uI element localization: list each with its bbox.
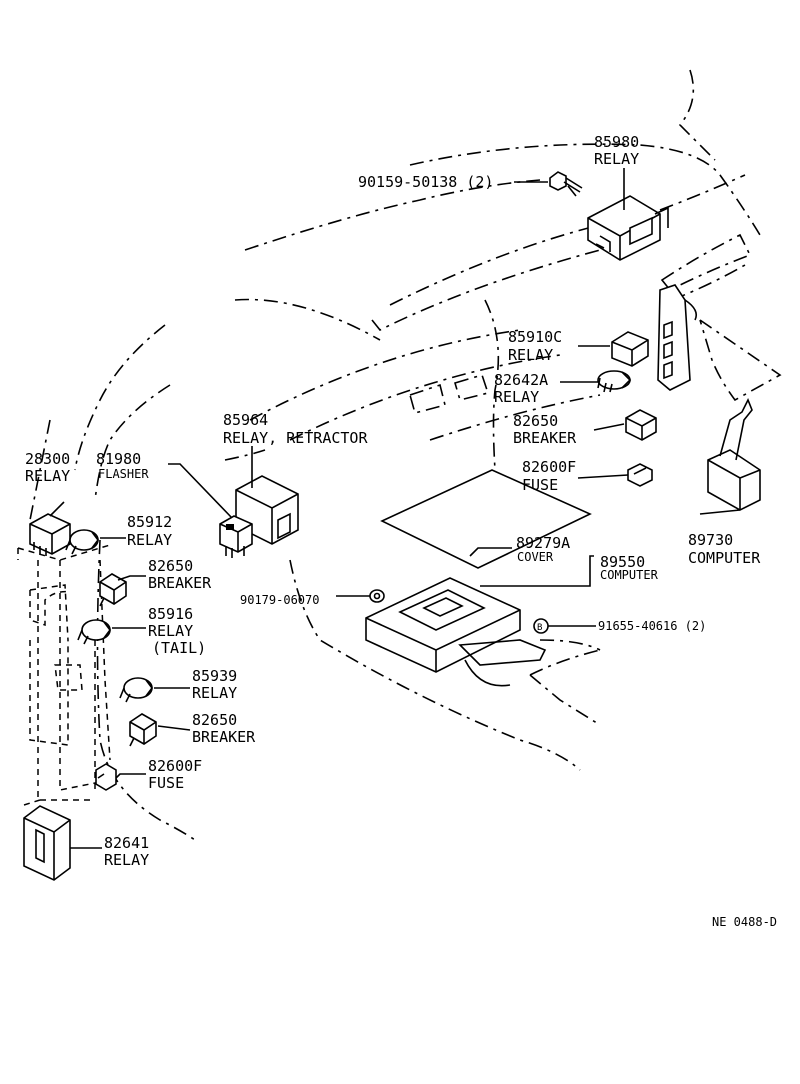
- label-fuse-82600f-right-number: 82600F: [522, 458, 576, 476]
- computer-89730-icon: [707, 398, 761, 511]
- label-relay-85916-sub: (TAIL): [152, 639, 206, 657]
- label-relay-85910c-number: 85910C: [508, 328, 562, 346]
- label-breaker-82650-a-name: BREAKER: [148, 574, 212, 592]
- label-fuse-82600f-left-number: 82600F: [148, 757, 202, 775]
- label-relay-28300-name: RELAY: [25, 467, 70, 485]
- label-flasher-81980-number: 81980: [96, 450, 141, 468]
- label-relay-85980-name: RELAY: [594, 150, 639, 168]
- label-computer-89550-number: 89550: [600, 553, 645, 571]
- label-relay-82641-name: RELAY: [104, 851, 149, 869]
- label-computer-89730-name: COMPUTER: [688, 549, 761, 567]
- left-junction-block: [17, 544, 111, 806]
- label-relay-82642a-name: RELAY: [494, 388, 539, 406]
- relay-82641-icon: [23, 805, 71, 881]
- label-breaker-82650-right-number: 82650: [513, 412, 558, 430]
- label-relay-85912-number: 85912: [127, 513, 172, 531]
- relay-85910c-icon: [611, 331, 649, 367]
- breaker-82650-a-icon: [99, 573, 127, 607]
- label-fuse-82600f-right-name: FUSE: [522, 476, 558, 494]
- relay-82642a-icon: [597, 370, 632, 393]
- label-relay-82641-number: 82641: [104, 834, 149, 852]
- label-relay-85939-name: RELAY: [192, 684, 237, 702]
- part-labels: 90159-50138 (2) 85980 RELAY 85910C RELAY…: [25, 133, 777, 929]
- leader-lines: [49, 168, 741, 849]
- relay-85939-icon: [119, 677, 153, 703]
- label-relay-85916-name: RELAY: [148, 622, 193, 640]
- cover-89279a-icon: [380, 469, 592, 569]
- label-nut-90179: 90179-06070: [240, 593, 319, 607]
- relay-85980-icon: [587, 195, 669, 261]
- label-breaker-82650-a-number: 82650: [148, 557, 193, 575]
- label-breaker-82650-b-name: BREAKER: [192, 728, 256, 746]
- bolt-90159-icon: [549, 171, 583, 197]
- label-bolt-91655: 91655-40616 (2): [598, 619, 706, 633]
- label-computer-89550-name: COMPUTER: [600, 568, 659, 582]
- relay-85916-icon: [77, 619, 111, 645]
- label-relay-85964-number: 85964: [223, 411, 268, 429]
- breaker-82650-right-icon: [625, 409, 657, 441]
- fuse-82600f-left-icon: [95, 763, 117, 791]
- drawing-reference: NE 0488-D: [712, 915, 777, 929]
- label-relay-85916-number: 85916: [148, 605, 193, 623]
- label-breaker-82650-right-name: BREAKER: [513, 429, 577, 447]
- label-bolt-91655-marker: B: [537, 623, 542, 633]
- nut-90179-icon: [369, 589, 385, 603]
- label-relay-85980-number: 85980: [594, 133, 639, 151]
- label-relay-28300-number: 28300: [25, 450, 70, 468]
- label-fuse-82600f-left-name: FUSE: [148, 774, 184, 792]
- label-cover-89279a-name: COVER: [517, 550, 554, 564]
- label-flasher-81980-name: FLASHER: [98, 467, 149, 481]
- flasher-81980-icon: [219, 515, 253, 558]
- label-cover-89279a-number: 89279A: [516, 534, 570, 552]
- breaker-82650-b-icon: [129, 713, 157, 747]
- label-breaker-82650-b-number: 82650: [192, 711, 237, 729]
- label-relay-85939-number: 85939: [192, 667, 237, 685]
- relay-85912-icon: [65, 529, 99, 555]
- label-relay-85964-name: RELAY, RETRACTOR: [223, 429, 368, 447]
- label-relay-85912-name: RELAY: [127, 531, 172, 549]
- fuse-82600f-right-icon: [627, 463, 653, 487]
- computer-89550-icon: [365, 577, 547, 687]
- label-computer-89730-number: 89730: [688, 531, 733, 549]
- label-relay-85910c-name: RELAY: [508, 346, 553, 364]
- mounting-bracket-icon: [657, 284, 698, 391]
- relay-28300-icon: [29, 513, 71, 556]
- label-bolt-90159: 90159-50138 (2): [358, 173, 493, 191]
- label-relay-82642a-number: 82642A: [494, 371, 548, 389]
